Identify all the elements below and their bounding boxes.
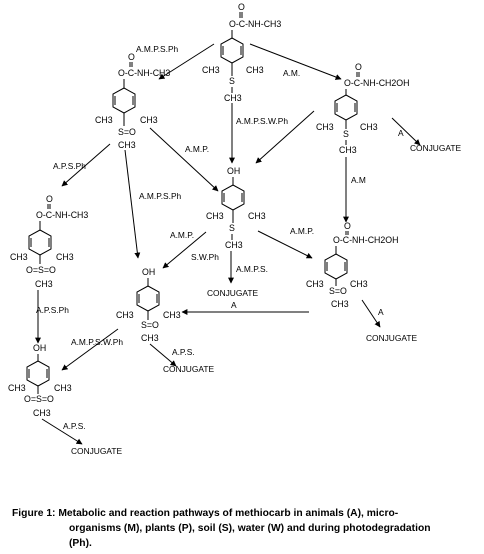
methyl-left: CH3 [10,252,28,262]
label-amps: A.M.P.S. [236,264,268,274]
sulfone: O=S=O [26,265,56,275]
methyl-right: CH3 [248,211,266,221]
arrow-hydroxymethyl-to-phenol [255,110,315,164]
methyl-left: CH3 [116,310,134,320]
carbamate-group: O-C-NH-CH3 [118,68,170,78]
structure-methiocarb: O O-C-NH-CH3 CH3 CH3 S CH3 [202,2,281,103]
figure-caption: Figure 1: Metabolic and reaction pathway… [8,506,480,551]
label-am: A.M. [283,68,300,78]
conjugate-centre: CONJUGATE [207,288,258,298]
label-amp-s-w-ph-lower: A.M.P.S.W.Ph [71,337,123,347]
label-a-p-s-ph: A.P.S.Ph [53,161,86,171]
arrow-top-to-sulfoxide [158,43,215,80]
hydroxymethyl-carbamate-group: O-C-NH-CH2OH [344,78,409,88]
label-a-mid: A [231,300,237,310]
methyl-s: CH3 [225,240,243,250]
carbonyl-o: O [46,194,53,204]
arrow-sulfone-phenol-to-conjugate [41,418,83,445]
arrow-sulfoxide-phenol-to-conjugate [149,343,177,367]
methyl-right: CH3 [140,115,158,125]
methyl-s: CH3 [118,140,136,150]
methyl-left: CH3 [95,115,113,125]
conjugate-right: CONJUGATE [410,143,461,153]
label-a-m: A.M [351,175,366,185]
label-amp-s-ph: A.M.P.S.Ph [136,44,179,54]
label-amp-centre-2: A.M.P. [290,226,314,236]
sulfur: S [229,76,235,86]
methyl-left: CH3 [206,211,224,221]
carbamate-group: O-C-NH-CH3 [229,19,281,29]
label-amp: A.M.P. [185,144,209,154]
methyl-left: CH3 [306,279,324,289]
methyl-right: CH3 [350,279,368,289]
conjugate-right-2: CONJUGATE [366,333,417,343]
label-a: A [398,128,404,138]
hydroxyl: OH [142,267,155,277]
arrow-phenol-to-sulfoxide-hydroxymethyl [257,230,313,259]
carbonyl-o: O [238,2,245,12]
label-amp-s-ph-2: A.M.P.S.Ph [139,191,182,201]
arrow-phenol-to-sulfoxide-phenol [162,231,207,269]
caption-line-2: organisms (M), plants (P), soil (S), wat… [69,523,431,534]
arrow-top-to-hydroxymethyl [249,43,342,80]
label-amp-centre: A.M.P. [170,230,194,240]
carbonyl-o: O [355,62,362,72]
methyl-right: CH3 [56,252,74,262]
methyl-right: CH3 [54,383,72,393]
methyl-right: CH3 [246,65,264,75]
hydroxymethyl-carbamate-group: O-C-NH-CH2OH [333,235,398,245]
sulfur: S [229,223,235,233]
arrow-sulfoxide-phenol-to-sulfone-phenol [61,328,119,371]
structure-sulfoxide-carbamate: O O-C-NH-CH3 CH3 CH3 S=O CH3 [95,52,170,150]
arrow-sulfoxide-to-phenol [149,127,219,192]
carbonyl-o: O [128,52,135,62]
conjugate-bottom: CONJUGATE [71,446,122,456]
arrow-hydroxymethyl-to-conjugate [391,117,421,146]
methyl-s: CH3 [331,299,349,309]
arrow-sulfoxide-to-sulfoxide-phenol [124,149,141,259]
methyl-s: CH3 [339,145,357,155]
carbonyl-o: O [344,221,351,231]
structure-sulfoxide-phenol: OH CH3 CH3 S=O CH3 [116,267,181,343]
structure-sulfone-phenol: OH CH3 CH3 O=S=O CH3 [8,343,72,418]
reaction-arrows [35,43,421,445]
methyl-left: CH3 [202,65,220,75]
structure-hydroxymethyl-carbamate: O O-C-NH-CH2OH CH3 CH3 S CH3 [316,62,409,155]
methyl-right: CH3 [360,122,378,132]
structure-sulfoxide-hydroxymethyl: O O-C-NH-CH2OH CH3 CH3 S=O CH3 [306,221,398,309]
arrow-sulfoxide-hydroxymethyl-to-conjugate [361,299,381,328]
carbamate-group: O-C-NH-CH3 [36,210,88,220]
sulfoxide: S=O [118,127,136,137]
label-a-p-s: A.P.S. [172,347,195,357]
structure-sulfone-carbamate: O O-C-NH-CH3 CH3 CH3 O=S=O CH3 [10,194,88,289]
label-a-right-2: A [378,307,384,317]
hydroxyl: OH [227,166,240,176]
label-a-p-s-2: A.P.S. [63,421,86,431]
conjugate-lower-mid: CONJUGATE [163,364,214,374]
caption-line-3: (Ph). [69,538,92,549]
label-s-w-ph: S.W.Ph [191,252,219,262]
structure-methiocarb-phenol: OH CH3 CH3 S CH3 [206,166,266,250]
methyl-s: CH3 [141,333,159,343]
arrow-sulfoxide-to-sulfone [61,143,111,187]
label-a-p-s-ph-2: A.P.S.Ph [36,305,69,315]
pathway-labels: A.M.P.S.Ph A.M. A.M.P.S.W.Ph A.M.P. A CO… [36,44,461,456]
sulfur: S [343,129,349,139]
methyl-left: CH3 [316,122,334,132]
methyl-right: CH3 [163,310,181,320]
sulfoxide: S=O [141,320,159,330]
caption-line-1: Figure 1: Metabolic and reaction pathway… [12,508,399,519]
sulfone: O=S=O [24,394,54,404]
methyl-left: CH3 [8,383,26,393]
label-amp-s-w-ph: A.M.P.S.W.Ph [236,116,288,126]
methyl-s: CH3 [224,93,242,103]
hydroxyl: OH [33,343,46,353]
methyl-s: CH3 [35,279,53,289]
methyl-s: CH3 [33,408,51,418]
sulfoxide: S=O [329,286,347,296]
